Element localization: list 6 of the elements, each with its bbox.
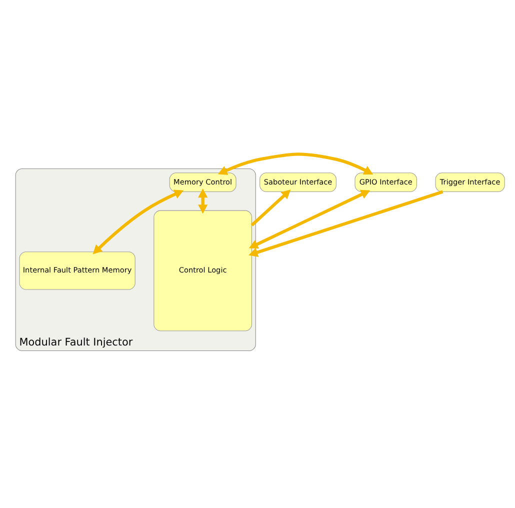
arrow bbox=[217, 152, 373, 174]
arrow bbox=[198, 188, 208, 214]
arrow bbox=[92, 189, 184, 254]
arrow bbox=[248, 189, 370, 248]
arrow bbox=[250, 189, 290, 226]
arrow bbox=[248, 190, 443, 256]
